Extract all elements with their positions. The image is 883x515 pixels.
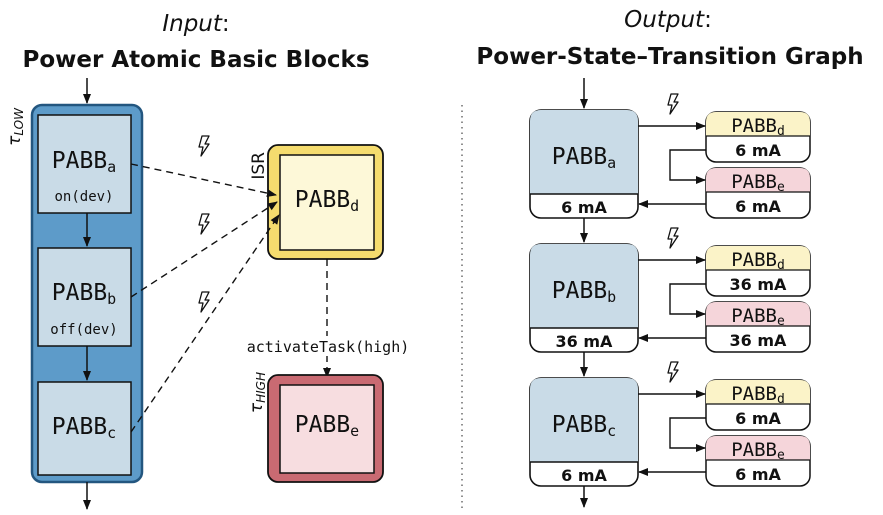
lightning-bolt-icon <box>667 361 679 383</box>
isr-state-current: 6 mA <box>735 409 781 428</box>
task-state-fill <box>706 436 810 460</box>
pabb-c-block <box>37 381 132 476</box>
output-title: Power-State–Transition Graph <box>476 44 863 70</box>
isr-state-label: PABBd <box>731 115 785 139</box>
isr-label: ISR <box>249 152 269 180</box>
isr-state-current: 6 mA <box>735 141 781 160</box>
lightning-bolt-icon <box>198 135 210 157</box>
activate-task-label: activateTask(high) <box>247 338 410 356</box>
pabb-d-block <box>279 154 375 251</box>
pabb-b-label: PABBb <box>52 280 116 308</box>
pabb-a-call: on(dev) <box>54 189 113 205</box>
isr-state-fill <box>706 246 810 270</box>
task-state-label: PABBe <box>731 439 785 463</box>
pabb-e-label: PABBe <box>295 412 359 440</box>
isr-state-fill <box>706 112 810 136</box>
activate-transition-arrow <box>669 417 706 452</box>
state-current: 6 mA <box>561 466 607 485</box>
pabb-e-block <box>279 384 375 474</box>
lightning-bolt-icon <box>198 291 210 313</box>
state-box-fill <box>530 110 638 194</box>
lightning-bolt-icon <box>198 213 210 235</box>
state-label: PABBc <box>552 412 616 440</box>
state-current: 36 mA <box>556 332 614 351</box>
output-heading: Output: <box>624 7 712 33</box>
activate-transition-arrow <box>669 149 706 184</box>
task-state-label: PABBe <box>731 305 785 329</box>
pabb-b-block <box>37 247 132 347</box>
input-heading: Input: <box>162 11 229 37</box>
task-high-label: τHIGH <box>247 372 268 413</box>
isr-state-label: PABBd <box>731 383 785 407</box>
isr-state-fill <box>706 380 810 404</box>
state-box-fill <box>530 378 638 462</box>
lightning-bolt-icon <box>667 93 679 115</box>
task-low-label: τLOW <box>5 107 26 146</box>
task-state-fill <box>706 302 810 326</box>
input-title: Power Atomic Basic Blocks <box>22 47 369 73</box>
isr-state-label: PABBd <box>731 249 785 273</box>
isr-state-current: 36 mA <box>730 275 788 294</box>
state-label: PABBb <box>552 278 616 306</box>
interrupt-arrow-c <box>130 214 280 433</box>
state-box-fill <box>530 244 638 328</box>
interrupt-arrow-a <box>130 163 277 198</box>
task-state-label: PABBe <box>731 171 785 195</box>
state-current: 6 mA <box>561 198 607 217</box>
task-state-current: 6 mA <box>735 465 781 484</box>
task-state-fill <box>706 168 810 192</box>
activate-transition-arrow <box>669 283 706 318</box>
interrupt-arrow-b <box>130 201 278 298</box>
activate-label-bg <box>224 336 434 356</box>
pabb-c-label: PABBc <box>52 414 116 442</box>
lightning-bolt-icon <box>667 227 679 249</box>
task-state-current: 6 mA <box>735 197 781 216</box>
task-state-current: 36 mA <box>730 331 788 350</box>
state-label: PABBa <box>552 144 616 172</box>
pabb-a-label: PABBa <box>52 148 116 176</box>
pabb-b-call: off(dev) <box>50 322 117 338</box>
state-graph: PABBa 6 mA PABBd 6 mA PABBe 6 mA PABBb 36 mA PAB… <box>529 78 811 508</box>
pabb-a-block <box>37 114 132 214</box>
pabb-d-label: PABBd <box>295 187 359 215</box>
